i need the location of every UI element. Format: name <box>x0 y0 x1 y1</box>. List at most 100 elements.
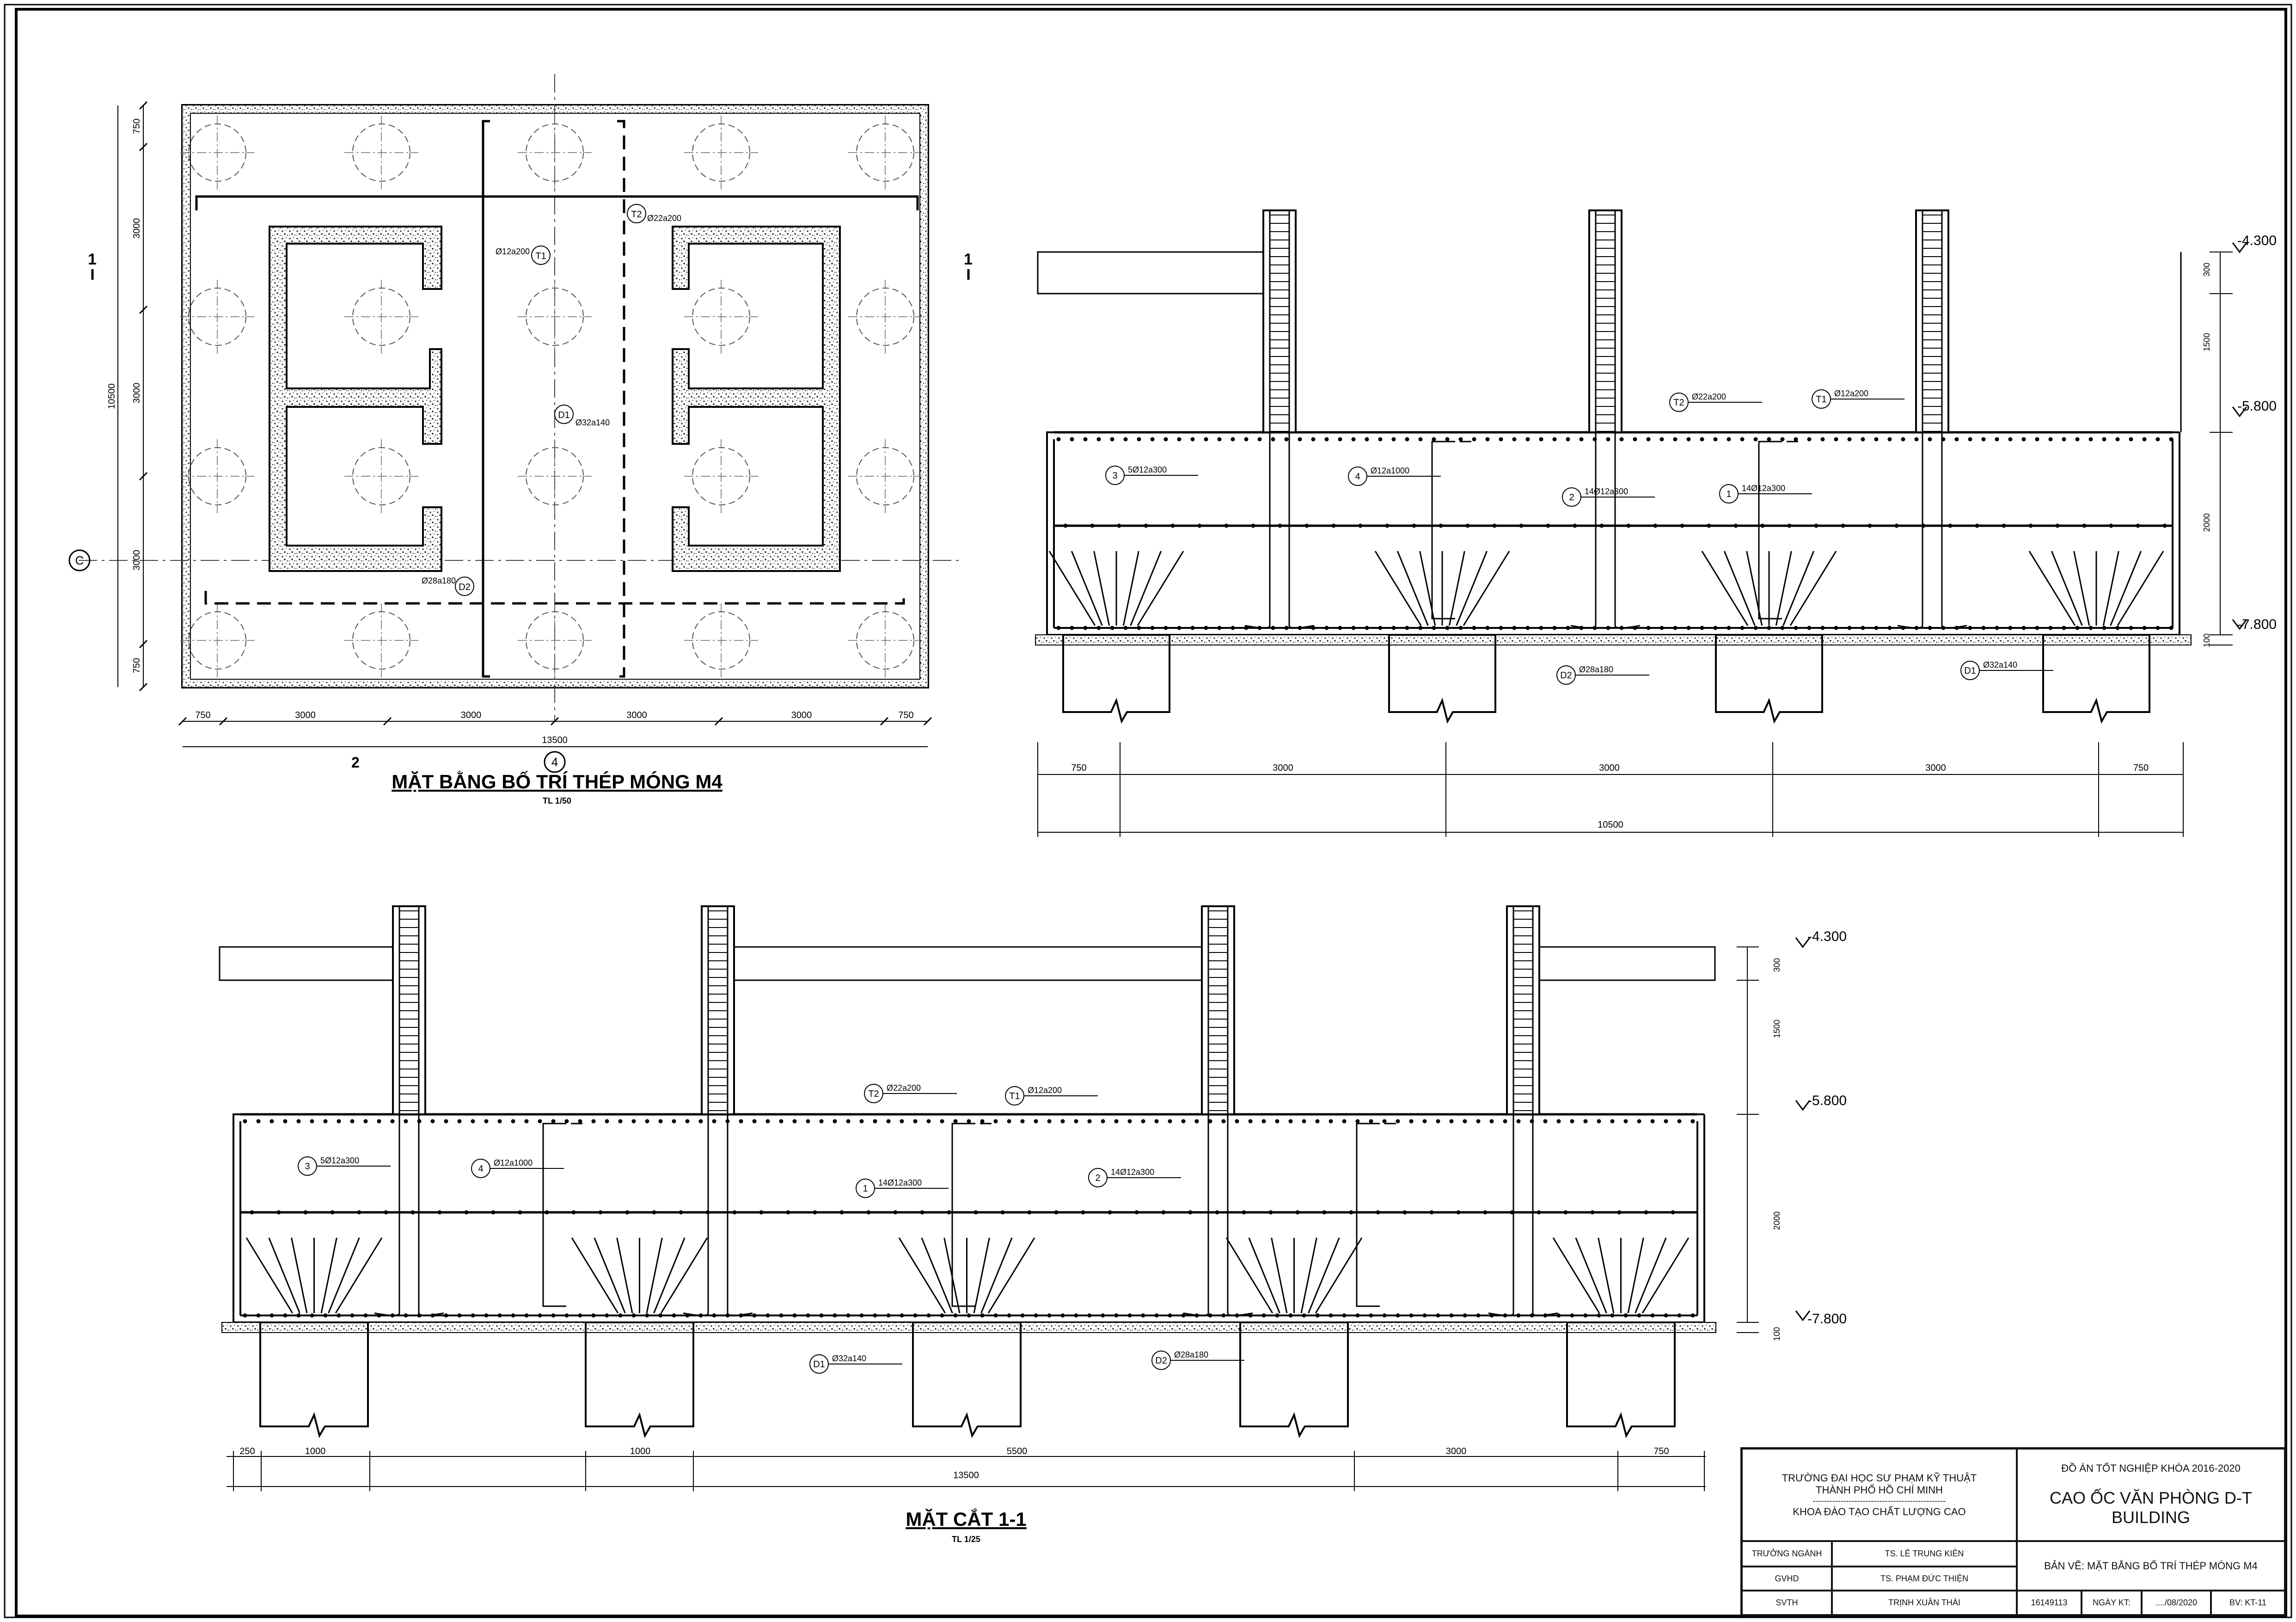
sr-dim-bottom: 3000 <box>1925 763 1946 773</box>
plan-dim-bottom: 3000 <box>626 710 647 720</box>
sr-dim-bottom: 3000 <box>1599 763 1620 773</box>
column <box>1262 209 1297 433</box>
tb-date-label: NGÀY KT: <box>2082 1591 2142 1615</box>
plan-bar-d1: Ø32a140 <box>576 418 610 427</box>
plan-bar-t1: Ø12a200 <box>496 247 530 256</box>
callout-text: 14Ø12a300 <box>878 1178 922 1187</box>
sb-dim-bottom: 3000 <box>1446 1446 1467 1456</box>
callout-mark: T1 <box>1009 1091 1020 1101</box>
core-wall-left <box>269 226 442 572</box>
callout-text: 14Ø12a300 <box>1111 1167 1154 1177</box>
plan-dim-left-total: 10500 <box>107 383 117 409</box>
sb-dim-bottom: 250 <box>239 1446 255 1456</box>
sr-dim-bottom: 750 <box>1071 763 1086 773</box>
tb-project-cell: ĐỒ ÁN TỐT NGHIỆP KHÓA 2016-2020 CAO ỐC V… <box>2017 1449 2285 1541</box>
callout-mark: 1 <box>863 1184 868 1194</box>
sr-dim-r1: 300 <box>2202 263 2211 276</box>
sb-dim-r4: 100 <box>1772 1327 1782 1341</box>
tb-date: ..../08/2020 <box>2142 1591 2211 1615</box>
section-right-labels: -4.300 -5.800 -7.800 300 1500 2000 100 7… <box>1071 233 2277 830</box>
pile <box>1062 635 1170 724</box>
foundation-plan <box>68 74 970 773</box>
callout-text: Ø22a200 <box>1692 392 1726 401</box>
pile <box>1566 1322 1676 1438</box>
pile <box>2042 635 2150 724</box>
plan-bar-d2-mark: D2 <box>459 582 471 592</box>
callout-text: 14Ø12a300 <box>1742 484 1785 493</box>
tb-project-header: ĐỒ ÁN TỐT NGHIỆP KHÓA 2016-2020 <box>2061 1462 2241 1474</box>
plan-dim-left: 3000 <box>132 383 142 404</box>
tb-drawing-name: BẢN VẼ: MẶT BẰNG BỐ TRÍ THÉP MÓNG M4 <box>2017 1541 2285 1591</box>
plan-bar-t2-mark: T2 <box>631 209 642 220</box>
sb-level-3: -7.800 <box>1807 1311 1847 1327</box>
tb-name-1: TS. PHẠM ĐỨC THIỆN <box>1832 1567 2017 1591</box>
sr-dim-r3: 2000 <box>2202 513 2211 532</box>
axis-label-4: 4 <box>551 755 558 769</box>
tb-role-2: SVTH <box>1742 1591 1832 1615</box>
callout-mark: T1 <box>1816 394 1826 405</box>
pile <box>585 1322 694 1438</box>
plan-bar-t1-mark: T1 <box>535 251 546 261</box>
callout-text: 14Ø12a300 <box>1585 487 1628 496</box>
plan-scale: TL 1/50 <box>543 796 571 805</box>
callout-mark: D1 <box>1964 666 1976 676</box>
callout-text: Ø12a1000 <box>1371 466 1409 475</box>
callout-mark: D2 <box>1560 670 1572 681</box>
axis-label-2: 2 <box>351 754 360 771</box>
column <box>1915 209 1949 433</box>
callout-text: Ø32a140 <box>1983 660 2017 670</box>
pile <box>1715 635 1823 724</box>
callout-mark: 1 <box>1726 489 1731 499</box>
tb-sheet-no: BV: KT-11 <box>2211 1591 2285 1615</box>
callout-mark: 2 <box>1569 492 1574 503</box>
sb-dim-bottom: 1000 <box>630 1446 651 1456</box>
slab <box>219 946 394 981</box>
plan-title: MẶT BẰNG BỐ TRÍ THÉP MÓNG M4 <box>392 770 722 793</box>
callout-text: Ø28a180 <box>1174 1350 1208 1359</box>
sb-level-1: -4.300 <box>1807 929 1847 944</box>
sr-level-1: -4.300 <box>2237 233 2277 248</box>
callout-mark: T2 <box>1673 398 1684 408</box>
plan-dim-left: 750 <box>132 118 142 134</box>
callout-text: Ø12a1000 <box>494 1158 533 1167</box>
plan-bar-d1-mark: D1 <box>558 410 570 420</box>
sb-dim-bottom: 5500 <box>1007 1446 1028 1456</box>
tb-project-name: CAO ỐC VĂN PHÒNG D-T BUILDING <box>2049 1488 2253 1527</box>
callout-text: Ø28a180 <box>1579 665 1613 674</box>
pile <box>259 1322 369 1438</box>
section-mark-right: 1 <box>964 251 973 268</box>
tb-school-1: TRƯỜNG ĐẠI HỌC SƯ PHẠM KỸ THUẬT <box>1782 1472 1977 1484</box>
core-wall-right <box>672 226 841 572</box>
plan-bar-t2: Ø22a200 <box>647 214 681 223</box>
plan-dim-bottom: 3000 <box>295 710 316 720</box>
slab <box>733 946 1203 981</box>
tb-role-0: TRƯỞNG NGÀNH <box>1742 1541 1832 1567</box>
axis-bubble-4 <box>544 751 566 773</box>
tb-name-2: TRỊNH XUÂN THÁI <box>1832 1591 2017 1615</box>
tb-school-cell: TRƯỜNG ĐẠI HỌC SƯ PHẠM KỸ THUẬT THÀNH PH… <box>1742 1449 2017 1541</box>
callout-text: 5Ø12a300 <box>320 1156 359 1165</box>
title-block: TRƯỜNG ĐẠI HỌC SƯ PHẠM KỸ THUẬT THÀNH PH… <box>1740 1447 2286 1616</box>
pile-grid <box>180 116 922 677</box>
plan-dim-bottom: 3000 <box>791 710 812 720</box>
tb-role-1: GVHD <box>1742 1567 1832 1591</box>
plan-dim-bottom: 3000 <box>461 710 482 720</box>
sb-dim-r1: 300 <box>1772 958 1782 972</box>
callout-mark: 3 <box>1112 471 1117 481</box>
slab <box>733 979 1203 1115</box>
plan-dim-bottom: 750 <box>195 710 210 720</box>
sb-dim-bottom: 750 <box>1653 1446 1669 1456</box>
column <box>1588 209 1623 433</box>
callout-text: Ø12a200 <box>1834 389 1868 398</box>
sb-dim-r2: 1500 <box>1772 1020 1782 1038</box>
plan-bar-d2: Ø28a180 <box>422 576 456 585</box>
slab <box>1037 251 1264 295</box>
axis-label-c: C <box>75 553 84 567</box>
callout-text: Ø12a200 <box>1028 1086 1062 1095</box>
callout-mark: T2 <box>868 1089 879 1099</box>
callout-mark: 4 <box>478 1164 483 1174</box>
callout-mark: D2 <box>1155 1356 1167 1366</box>
callout-mark: 4 <box>1355 472 1360 482</box>
section-bottom <box>219 905 1811 1491</box>
sr-dim-r4: 100 <box>2202 633 2211 647</box>
